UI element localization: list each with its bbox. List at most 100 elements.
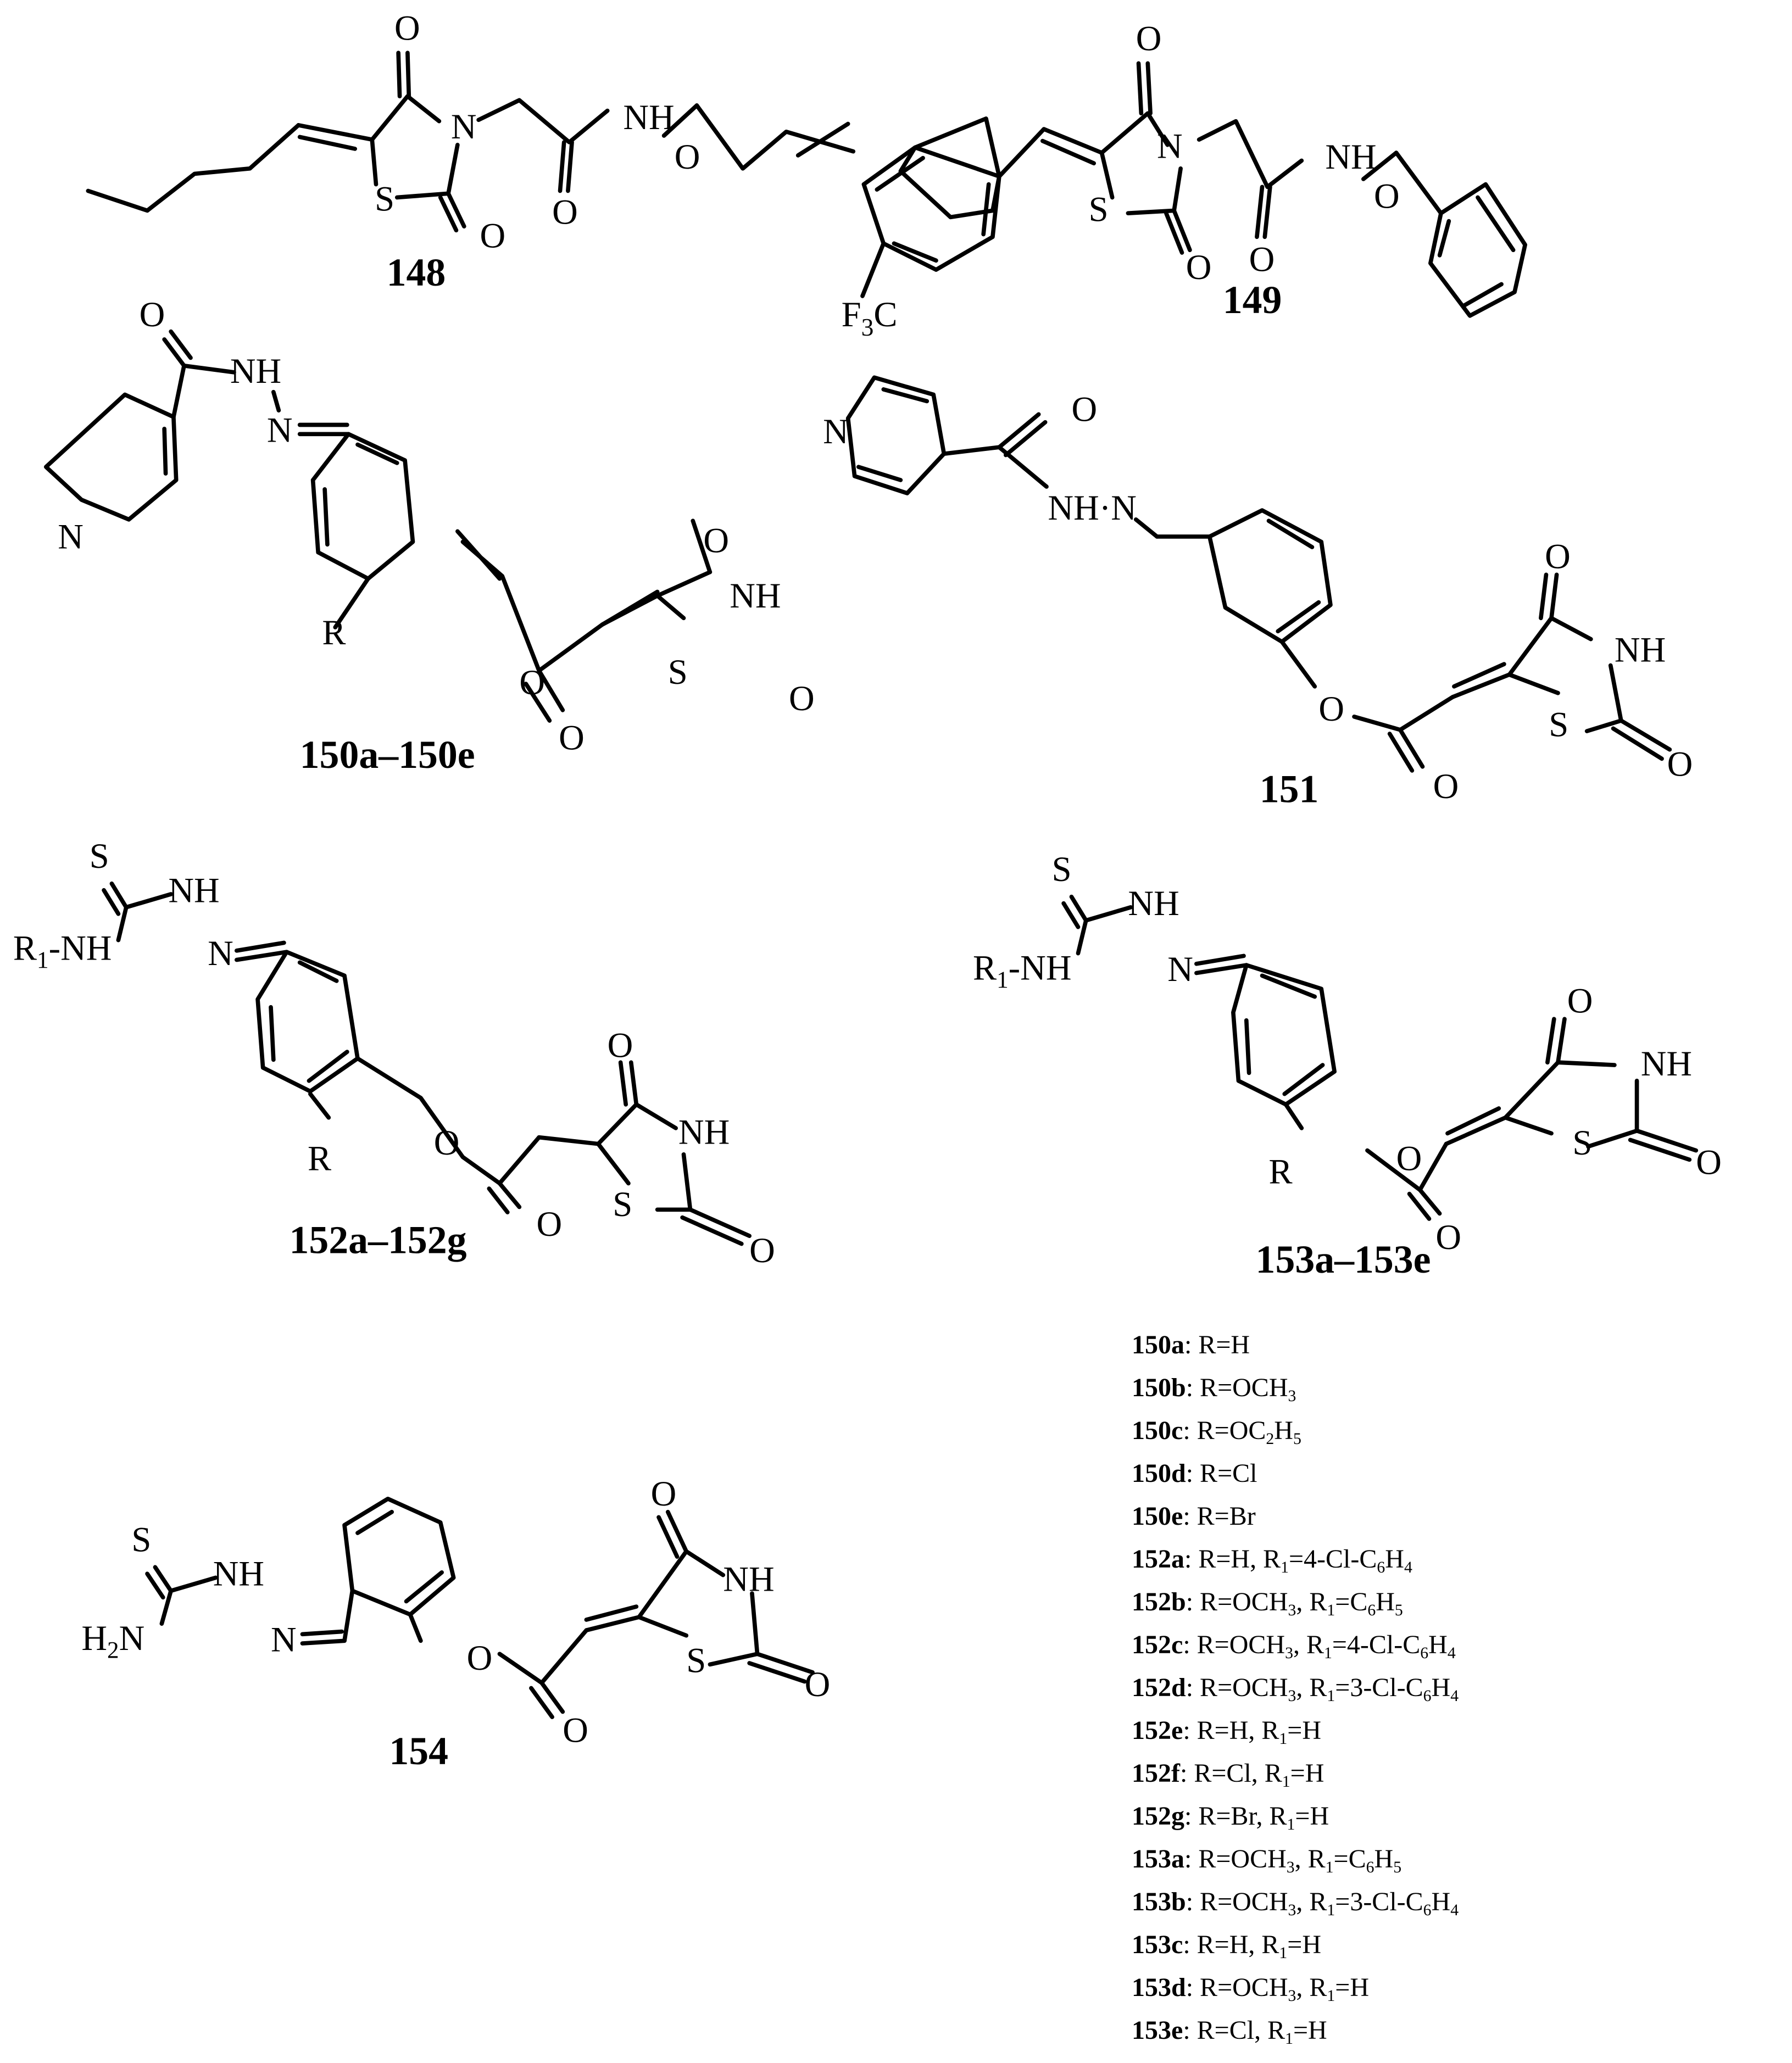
legend-id: 152f — [1132, 1759, 1180, 1788]
atom-NH: NH — [1641, 1044, 1692, 1083]
atom-N: N — [271, 1619, 297, 1659]
atom-R: R — [308, 1138, 331, 1178]
atom-S: S — [613, 1184, 632, 1224]
atom-O: O — [1435, 1217, 1461, 1257]
legend-text: R=Br, R1=H — [1198, 1802, 1329, 1833]
atom-O: O — [552, 192, 578, 231]
legend-id: 150b — [1132, 1373, 1186, 1402]
atom-NH: NH·N — [1048, 488, 1137, 527]
legend-text: R=OCH3, R1=C6H5 — [1200, 1587, 1403, 1619]
legend-text: R=Cl — [1200, 1459, 1257, 1488]
atom-NH: NH — [230, 351, 281, 391]
legend-id: 152c — [1132, 1630, 1183, 1659]
legend-id: 152g — [1132, 1802, 1184, 1831]
atom-N: N — [823, 411, 849, 451]
atom-O: O — [394, 8, 420, 47]
atom-O: O — [1396, 1138, 1422, 1178]
atom-O: O — [1374, 176, 1400, 216]
atom-O: O — [1667, 744, 1693, 784]
structure-150: O NH N N R O O O NH S O 150a–150e — [43, 294, 815, 777]
legend-id: 152b — [1132, 1587, 1186, 1616]
legend-row-153d: 153d: R=OCH3, R1=H — [1132, 1973, 1369, 2005]
atom-F3C: F3C — [842, 294, 898, 341]
atom-O: O — [1318, 689, 1344, 728]
legend-id: 150a — [1132, 1330, 1184, 1359]
legend-id: 153c — [1132, 1930, 1183, 1959]
legend-row-152e: 152e: R=H, R1=H — [1132, 1716, 1322, 1748]
legend-text: R=H, R1=H — [1196, 1930, 1322, 1962]
substituent-legend: 150a: R=H 150b: R=OCH3 150c: R=OC2H5 150… — [1132, 1324, 1459, 2052]
atom-R: R — [322, 612, 346, 652]
legend-id: 150e — [1132, 1502, 1183, 1531]
atom-O: O — [536, 1204, 562, 1244]
atom-O: O — [749, 1230, 775, 1270]
legend-row-153c: 153c: R=H, R1=H — [1132, 1930, 1322, 1962]
atom-O: O — [563, 1710, 588, 1750]
structure-154: S NH H2N N O O O NH S O 154 — [81, 1474, 830, 1773]
atom-O: O — [1071, 389, 1097, 428]
legend-text: R=OCH3, R1=3-Cl-C6H4 — [1200, 1673, 1459, 1705]
legend-row-152c: 152c: R=OCH3, R1=4-Cl-C6H4 — [1132, 1630, 1456, 1662]
atom-NH: NH — [1325, 137, 1376, 176]
legend-row-152b: 152b: R=OCH3, R1=C6H5 — [1132, 1587, 1403, 1619]
compound-label: 150a–150e — [300, 733, 475, 777]
atom-NH: NH — [1128, 883, 1179, 923]
legend-text: R=H, R1=H — [1196, 1716, 1322, 1748]
compound-label: 148 — [387, 250, 446, 294]
atom-S: S — [1089, 189, 1109, 229]
atom-NH: NH — [168, 870, 219, 910]
atom-N: N — [58, 516, 84, 556]
atom-O: O — [1545, 536, 1571, 576]
compound-label: 149 — [1223, 278, 1282, 322]
atom-NH: NH — [723, 1559, 774, 1598]
atom-O: O — [1136, 18, 1162, 58]
atom-O: O — [651, 1474, 677, 1513]
legend-row-153a: 153a: R=OCH3, R1=C6H5 — [1132, 1844, 1402, 1876]
atom-N: N — [208, 933, 233, 973]
legend-id: 150d — [1132, 1459, 1186, 1488]
atom-H2N: H2N — [81, 1618, 144, 1663]
structure-152: S NH R1-NH N R O O O NH S O 152a–152g — [13, 836, 775, 1270]
legend-id: 150c — [1132, 1416, 1183, 1445]
atom-O: O — [789, 678, 815, 718]
compound-label: 153a–153e — [1256, 1237, 1431, 1281]
legend-id: 153a — [1132, 1844, 1184, 1874]
atom-O: O — [1433, 766, 1459, 806]
atom-NH: NH — [1615, 629, 1666, 669]
atom-N: N — [1157, 126, 1183, 166]
legend-row-152g: 152g: R=Br, R1=H — [1132, 1802, 1329, 1833]
legend-text: R=H — [1198, 1330, 1250, 1359]
compound-label: 154 — [389, 1729, 448, 1773]
legend-row-152a: 152a: R=H, R1=4-Cl-C6H4 — [1132, 1545, 1412, 1576]
legend-text: R=OC2H5 — [1196, 1416, 1301, 1448]
atom-S: S — [686, 1641, 706, 1680]
atom-O: O — [1567, 980, 1593, 1020]
legend-row-153b: 153b: R=OCH3, R1=3-Cl-C6H4 — [1132, 1887, 1459, 1919]
atom-S: S — [90, 836, 109, 876]
atom-O: O — [1249, 239, 1275, 279]
atom-NH: NH — [678, 1112, 730, 1152]
legend-row-153e: 153e: R=Cl, R1=H — [1132, 2016, 1327, 2048]
structure-153: S NH R1-NH N R O O O NH S O 153a–153e — [973, 849, 1722, 1281]
atom-R: R — [1268, 1151, 1292, 1191]
legend-row-152d: 152d: R=OCH3, R1=3-Cl-C6H4 — [1132, 1673, 1459, 1705]
atom-S: S — [1052, 849, 1072, 889]
atom-O: O — [608, 1025, 633, 1065]
atom-O: O — [1696, 1142, 1722, 1182]
structure-148: O N S O NH O O 148 — [86, 8, 856, 294]
atom-S: S — [1549, 705, 1568, 744]
atom-O: O — [467, 1638, 493, 1677]
atom-O: O — [675, 137, 700, 176]
atom-O: O — [480, 215, 506, 255]
atom-N: N — [1167, 949, 1193, 989]
structure-151: N O NH·N O O O NH S O 151 — [823, 375, 1693, 811]
legend-text: R=OCH3, R1=4-Cl-C6H4 — [1196, 1630, 1456, 1662]
legend-row-150a: 150a: R=H — [1132, 1330, 1250, 1359]
legend-text: R=OCH3 — [1200, 1373, 1296, 1405]
atom-NH: NH — [730, 576, 781, 615]
atom-R1-NH: R1-NH — [973, 947, 1071, 993]
atom-O: O — [703, 521, 729, 560]
structure-149: O N S O NH O O F3C 149 — [842, 18, 1527, 341]
